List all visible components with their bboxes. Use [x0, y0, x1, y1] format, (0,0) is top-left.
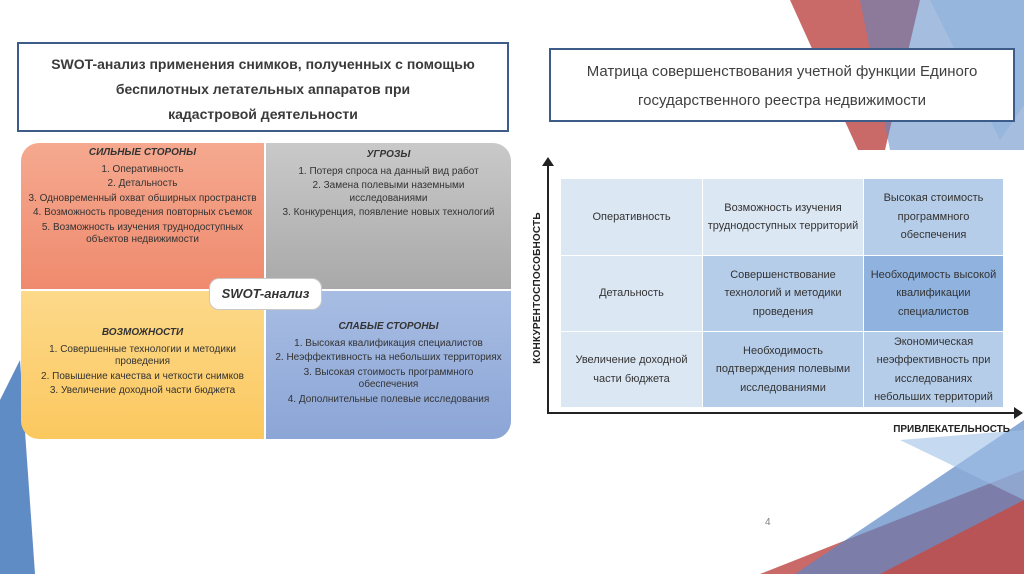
- matrix-cell: Оперативность: [560, 178, 703, 256]
- swot-weaknesses-item: 2. Неэффективность на небольших территор…: [275, 352, 502, 363]
- matrix-cell: Детальность: [560, 255, 703, 332]
- swot-strengths-item: 1. Оперативность: [101, 163, 184, 175]
- matrix-cell: Увеличение доходной части бюджета: [560, 331, 703, 408]
- swot-weaknesses-item: 1. Высокая квалификация специалистов: [294, 337, 483, 349]
- swot-strengths-item: 4. Возможность проведения повторных съем…: [32, 207, 253, 218]
- matrix-cell: Совершенствование технологий и методики …: [702, 255, 864, 332]
- swot-center-label: SWOT-анализ: [209, 278, 322, 310]
- improvement-matrix: Оперативность Возможность изучения трудн…: [560, 178, 1004, 408]
- swot-strengths-item: 3. Одновременный охват обширных простран…: [28, 192, 257, 204]
- x-axis-arrow: [1014, 407, 1023, 419]
- swot-title-line: беспилотных летательных аппаратов при: [115, 81, 411, 97]
- deco-shape-blue-left: [0, 360, 35, 574]
- matrix-title-box: Матрица совершенствования учетной функци…: [549, 48, 1015, 122]
- swot-threats-item: 3. Конкуренция, появление новых технолог…: [282, 207, 495, 218]
- y-axis-arrow: [542, 157, 554, 166]
- x-axis-label: ПРИВЛЕКАТЕЛЬНОСТЬ: [893, 424, 1010, 435]
- matrix-cell: Возможность изучения труднодоступных тер…: [702, 178, 864, 256]
- matrix-cell: Экономическая неэффективность при исслед…: [863, 331, 1004, 408]
- swot-threats-heading: УГРОЗЫ: [366, 149, 411, 160]
- y-axis-label: КОНКУРЕНТОСПОСОБНОСТЬ: [532, 212, 543, 364]
- swot-weaknesses-item: 4. Дополнительные полевые исследования: [287, 393, 490, 405]
- matrix-title-line: Матрица совершенствования учетной функци…: [586, 63, 978, 80]
- swot-threats: УГРОЗЫ 1. Потеря спроса на данный вид ра…: [266, 143, 511, 289]
- swot-weaknesses-item: 3. Высокая стоимость программного обеспе…: [303, 366, 474, 391]
- matrix-row: Детальность Совершенствование технологий…: [560, 255, 1004, 332]
- matrix-cell: Необходимость высокой квалификации специ…: [863, 255, 1004, 332]
- swot-opportunities-item: 3. Увеличение доходной части бюджета: [49, 385, 236, 396]
- swot-threats-item: 1. Потеря спроса на данный вид работ: [298, 165, 479, 177]
- matrix-cell: Высокая стоимость программного обеспечен…: [863, 178, 1004, 256]
- swot-strengths-item: 2. Детальность: [107, 178, 178, 189]
- swot-opportunities-heading: ВОЗМОЖНОСТИ: [101, 327, 184, 338]
- swot-opportunities-item: 1. Совершенные технологии и методики про…: [49, 343, 236, 368]
- y-axis-line: [547, 163, 549, 414]
- matrix-cell: Необходимость подтверждения полевыми исс…: [702, 331, 864, 408]
- swot-weaknesses: СЛАБЫЕ СТОРОНЫ 1. Высокая квалификация с…: [266, 291, 511, 439]
- swot-title-box: SWOT-анализ применения снимков, полученн…: [17, 42, 509, 132]
- x-axis-line: [547, 412, 1018, 414]
- swot-strengths-heading: СИЛЬНЫЕ СТОРОНЫ: [88, 147, 197, 158]
- swot-strengths: СИЛЬНЫЕ СТОРОНЫ 1. Оперативность 2. Дета…: [21, 143, 264, 289]
- swot-opportunities-item: 2. Повышение качества и четкости снимков: [41, 370, 244, 382]
- matrix-row: Увеличение доходной части бюджета Необхо…: [560, 331, 1004, 408]
- matrix-title-line: государственного реестра недвижимости: [638, 92, 926, 109]
- swot-diagram: СИЛЬНЫЕ СТОРОНЫ 1. Оперативность 2. Дета…: [21, 143, 511, 439]
- swot-title-line: SWOT-анализ применения снимков, полученн…: [51, 56, 475, 72]
- matrix-row: Оперативность Возможность изучения трудн…: [560, 178, 1004, 256]
- swot-title-line: кадастровой деятельности: [168, 106, 358, 122]
- swot-weaknesses-heading: СЛАБЫЕ СТОРОНЫ: [338, 321, 439, 332]
- deco-shape-red-bottom-2: [880, 500, 1024, 574]
- swot-threats-item: 2. Замена полевыми наземными исследовани…: [312, 180, 465, 204]
- swot-opportunities: ВОЗМОЖНОСТИ 1. Совершенные технологии и …: [21, 291, 264, 439]
- deco-shape-lightblue-bottom: [900, 430, 1024, 500]
- page-number: 4: [765, 517, 771, 528]
- swot-strengths-item: 5. Возможность изучения труднодоступных …: [41, 221, 244, 246]
